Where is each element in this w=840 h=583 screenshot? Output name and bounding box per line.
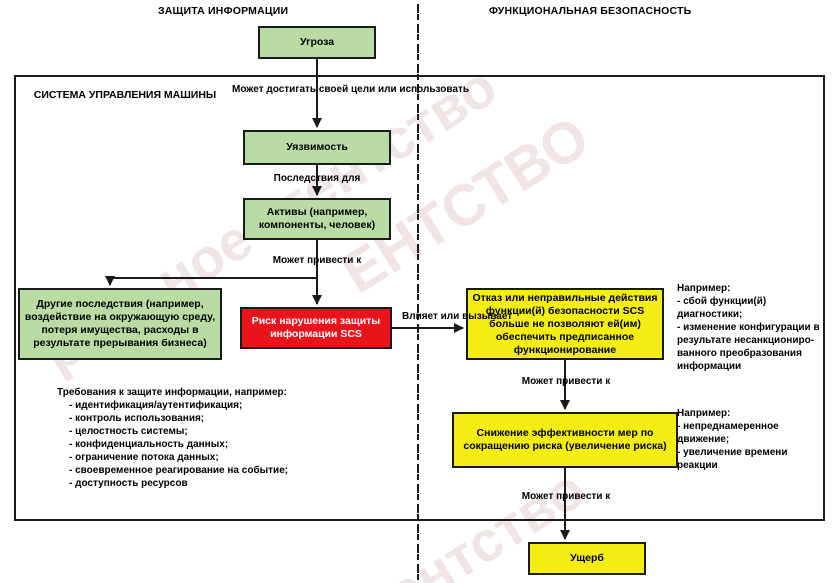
note-example-security-item-0: - сбой функции(й) диагностики; (677, 296, 767, 320)
list-item: - идентификация/аутентификация; (69, 400, 243, 411)
note-example-safety-title: Например: (677, 408, 731, 419)
note-example-security: Например: - сбой функции(й) диагностики;… (677, 282, 827, 373)
edge-label-may-lead-3: Может привести к (521, 491, 611, 502)
column-header-functional-safety: ФУНКЦИОНАЛЬНАЯ БЕЗОПАСНОСТЬ (489, 5, 692, 17)
edge-label-may-lead-1: Может привести к (272, 255, 362, 266)
node-safety-function-failure[interactable]: Отказ или неправильные действия функции(… (466, 288, 664, 360)
node-risk-reduction-effectiveness[interactable]: Снижение эффективности мер по сокращению… (452, 412, 678, 468)
list-item: - своевременное реагирование на событие; (69, 465, 289, 476)
edge-label-consequences-for: Последствия для (273, 173, 361, 184)
list-item: - доступность ресурсов (69, 478, 188, 489)
node-assets[interactable]: Активы (например, компоненты, человек) (243, 198, 391, 240)
list-item: - целостность системы; (69, 426, 188, 437)
machine-control-system-title: СИСТЕМА УПРАВЛЕНИЯ МАШИНЫ (33, 89, 217, 101)
node-damage[interactable]: Ущерб (528, 542, 646, 575)
node-security-risk[interactable]: Риск нарушения защиты информации SCS (240, 307, 392, 349)
node-other-consequences[interactable]: Другие последствия (например, воздействи… (18, 288, 222, 360)
note-example-security-item-1: - изменение конфигурации в результате не… (677, 322, 820, 372)
machine-control-system-frame (14, 75, 825, 521)
list-item: - конфиденциальность данных; (69, 439, 229, 450)
column-header-information-security: ЗАЩИТА ИНФОРМАЦИИ (158, 5, 289, 17)
note-security-requirements-list: - идентификация/аутентификация; - контро… (57, 399, 397, 490)
list-item: - контроль использования; (69, 413, 205, 424)
note-security-requirements-title: Требования к защите информации, например… (57, 387, 287, 398)
edge-label-reach-goal: Может достигать своей цели или использов… (232, 84, 469, 95)
vertical-divider-line (417, 4, 419, 580)
note-example-safety-item-1: - увеличение времени реакции (677, 447, 788, 471)
edge-label-may-lead-2: Может привести к (521, 376, 611, 387)
note-security-requirements: Требования к защите информации, например… (57, 386, 397, 490)
note-example-safety-item-0: - непреднамеренное движение; (677, 421, 779, 445)
note-example-safety: Например: - непреднамеренное движение; -… (677, 407, 827, 472)
note-example-security-title: Например: (677, 283, 731, 294)
list-item: - ограничение потока данных; (69, 452, 219, 463)
node-threat[interactable]: Угроза (258, 26, 376, 59)
node-vulnerability[interactable]: Уязвимость (243, 130, 391, 165)
edge-label-influences: Влияет или вызывает (402, 311, 513, 322)
